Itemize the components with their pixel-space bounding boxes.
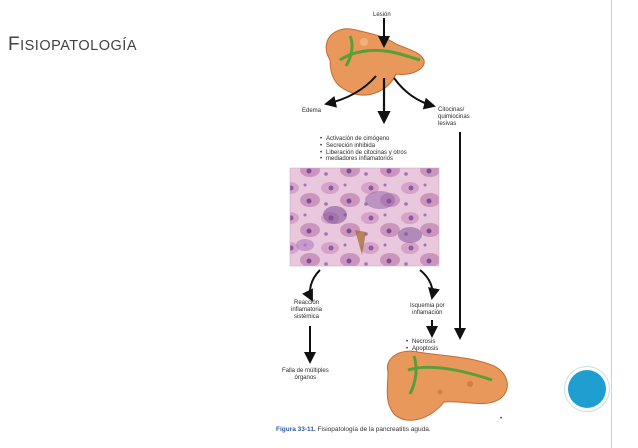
figure-caption-text: Fisiopatología de la pancreatitis aguda. bbox=[317, 426, 431, 433]
label-citocinas-line-3: lesivas bbox=[438, 121, 457, 127]
effects-item: Secreción inhibida bbox=[320, 143, 407, 150]
effects-item: Liberación de citocinas y otros bbox=[320, 150, 407, 157]
figure-caption: Figura 33-11. Fisiopatología de la pancr… bbox=[276, 426, 431, 433]
label-falla-line-1: Falla de múltiples bbox=[282, 368, 329, 374]
svg-text:•: • bbox=[500, 416, 502, 422]
effects-list: Activación de cimógeno Secreción inhibid… bbox=[320, 136, 407, 163]
slide-frame bbox=[611, 0, 612, 448]
arrow-isquemia bbox=[419, 269, 440, 300]
necrosis-list: Necrosis Apoptosis bbox=[406, 339, 438, 353]
label-citocinas-line-2: quimiocinas bbox=[438, 114, 470, 120]
label-reaccion-line-2: inflamatoria bbox=[291, 307, 323, 313]
slide-title: FISIOPATOLOGÍA bbox=[8, 34, 137, 56]
arrow-citocinas bbox=[393, 77, 436, 110]
label-falla-line-2: órganos bbox=[294, 375, 317, 381]
pancreas-bottom-illustration bbox=[386, 350, 508, 421]
accent-circle bbox=[568, 370, 606, 408]
necrosis-item: Apoptosis bbox=[406, 346, 438, 353]
figure-number: Figura 33-11. bbox=[276, 426, 316, 433]
label-edema: Edema bbox=[302, 108, 322, 114]
label-isquemia-line-2: inflamación bbox=[412, 310, 443, 316]
label-reaccion-line-1: Reacción bbox=[294, 300, 320, 306]
arrow-reaccion bbox=[302, 269, 321, 302]
effects-item: Activación de cimógeno bbox=[320, 136, 407, 143]
label-reaccion-line-3: sistémica bbox=[294, 314, 320, 320]
label-falla: Falla de múltiples órganos bbox=[282, 368, 329, 382]
label-citocinas-line-1: Citocinas/ bbox=[438, 107, 465, 113]
slide-title-initial: F bbox=[8, 34, 21, 55]
slide-title-rest: ISIOPATOLOGÍA bbox=[20, 38, 138, 54]
label-citocinas: Citocinas/ quimiocinas lesivas bbox=[438, 107, 470, 128]
arrow-edema bbox=[324, 75, 377, 108]
histology-image bbox=[289, 167, 440, 267]
label-reaccion: Reacción inflamatoria sistémica bbox=[291, 300, 322, 321]
label-isquemia: Isquemia por inflamación bbox=[410, 303, 445, 317]
label-lesion: Lesión bbox=[373, 12, 391, 18]
necrosis-item: Necrosis bbox=[406, 339, 438, 346]
label-isquemia-line-1: Isquemia por bbox=[410, 303, 445, 309]
effects-item-continued: mediadores inflamatorios bbox=[320, 156, 407, 163]
pancreas-top-illustration bbox=[325, 28, 425, 96]
